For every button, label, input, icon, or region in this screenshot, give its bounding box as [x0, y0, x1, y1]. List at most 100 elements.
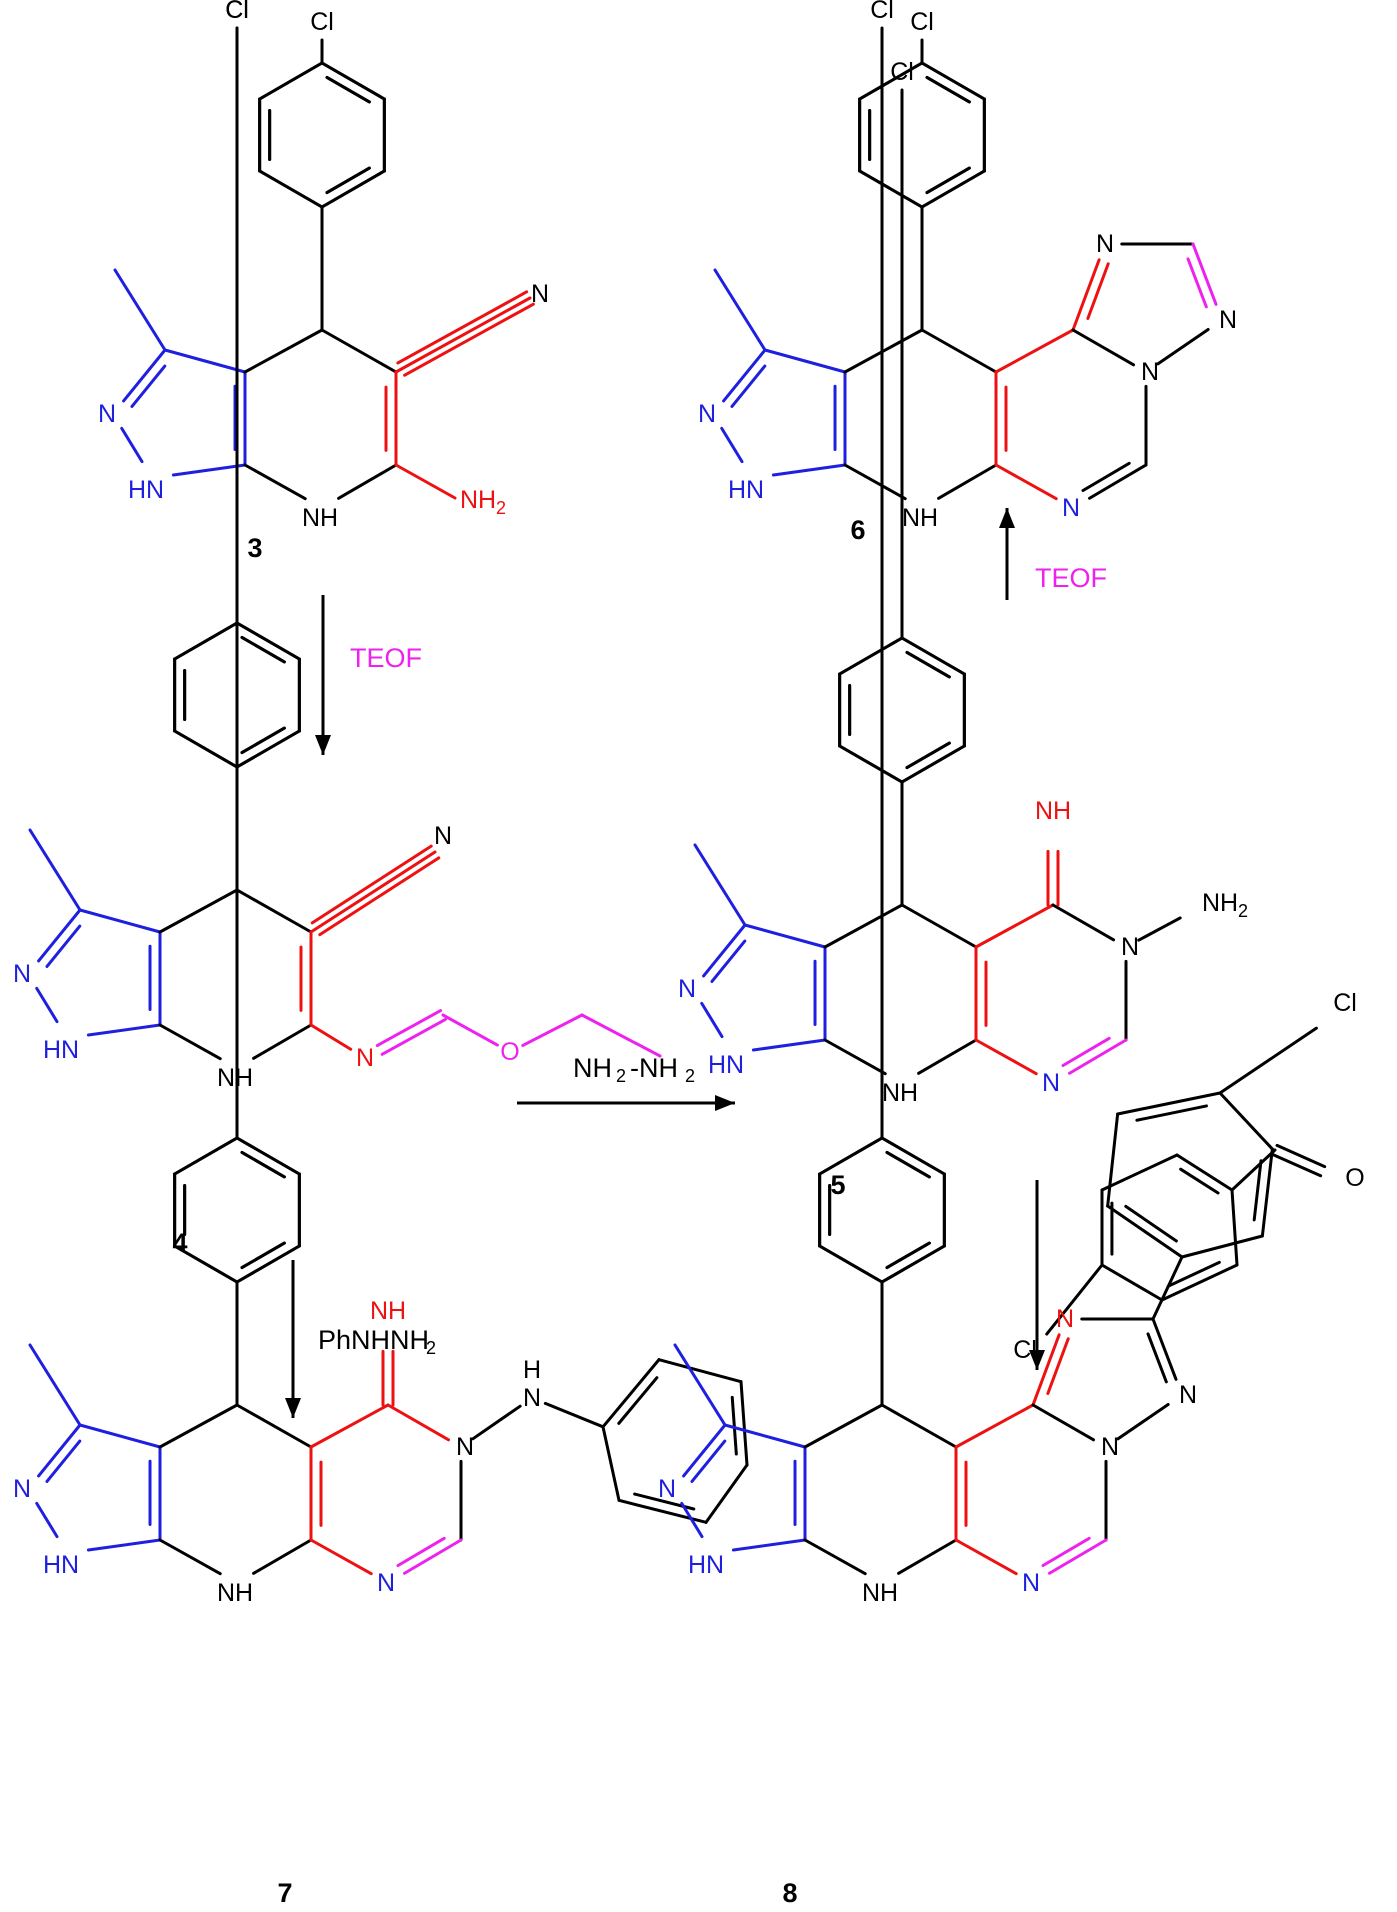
pyrazole-nh-label: HN — [43, 1551, 79, 1579]
bond — [1031, 1403, 1096, 1442]
arrow-5-to-8-head — [1029, 1350, 1045, 1370]
bond — [386, 1403, 451, 1442]
bond — [897, 1538, 958, 1575]
bond — [818, 1136, 884, 1176]
bond — [235, 1244, 301, 1284]
hydrazine-reagent: -NH — [630, 1053, 678, 1083]
bond — [337, 463, 398, 500]
bond — [713, 268, 767, 352]
bond — [78, 1423, 162, 1449]
bond — [173, 1136, 239, 1176]
subscript-2: 2 — [496, 498, 506, 518]
bond — [1068, 1038, 1128, 1075]
bond — [1071, 328, 1136, 367]
triple-bond — [403, 302, 535, 377]
bond — [235, 621, 301, 661]
double-bond — [240, 635, 286, 664]
bond — [1100, 1153, 1179, 1192]
bond — [1151, 1255, 1184, 1321]
double-bond — [1146, 1332, 1168, 1384]
subscript-2: 2 — [1238, 901, 1248, 921]
bond — [743, 923, 827, 949]
chlorine-label: Cl — [890, 58, 914, 86]
bond — [920, 61, 986, 101]
pyridine-nh-label: NH — [862, 1579, 898, 1607]
bond — [920, 328, 998, 374]
reaction-arrows — [285, 508, 1045, 1418]
double-bond — [1271, 1153, 1323, 1178]
compound-6-label: 6 — [850, 515, 865, 545]
double-bond — [1252, 1159, 1263, 1222]
bond — [471, 1404, 522, 1441]
triple-bond — [310, 844, 433, 925]
bond — [235, 888, 313, 934]
ether-o-label: O — [500, 1038, 519, 1066]
pyrazole-nh-label: HN — [688, 1551, 724, 1579]
bond — [1191, 242, 1218, 306]
bond — [880, 1403, 958, 1449]
bond — [739, 1380, 749, 1467]
bond — [720, 426, 744, 464]
bond — [673, 1343, 727, 1427]
c-cl-bond — [1045, 1263, 1104, 1336]
bond — [1100, 1263, 1164, 1302]
arrow-3-to-4-head — [315, 735, 331, 755]
double-bond — [1041, 1536, 1091, 1567]
bond — [309, 1538, 373, 1576]
triple-bond — [396, 290, 529, 365]
triple-bond — [309, 850, 437, 934]
bond — [86, 1538, 162, 1552]
bond — [1160, 1263, 1239, 1302]
bond — [78, 908, 162, 934]
bond — [920, 169, 986, 209]
bond — [320, 169, 386, 209]
bond — [657, 1358, 743, 1384]
bond — [954, 1538, 1018, 1576]
bond — [173, 1244, 239, 1284]
bond — [122, 348, 167, 403]
amino-label: NH — [1202, 889, 1238, 917]
bond — [113, 268, 167, 352]
bond — [258, 169, 324, 209]
triazole-n-label: N — [1179, 1381, 1197, 1409]
double-bond — [1186, 257, 1208, 309]
bond — [858, 61, 924, 101]
triazole-n-label: N — [1219, 306, 1237, 334]
teof-reagent: TEOF — [1035, 563, 1107, 593]
nitrile-n-label: N — [531, 280, 549, 308]
pyrimidine-n-label: N — [1022, 1569, 1040, 1597]
bond — [158, 1538, 222, 1576]
bond — [601, 1425, 621, 1502]
double-bond — [925, 75, 971, 104]
double-bond — [710, 939, 747, 983]
bond — [1260, 1147, 1274, 1238]
bond — [803, 1538, 867, 1576]
bond — [37, 1423, 82, 1478]
double-bond — [925, 166, 971, 195]
teof-reagent: TEOF — [350, 643, 422, 673]
double-bond — [1179, 1167, 1220, 1195]
bond — [880, 1136, 946, 1176]
bond — [1230, 1188, 1239, 1267]
double-bond — [375, 1009, 443, 1048]
bond — [394, 463, 457, 500]
pyrazole-nh-label: HN — [708, 1051, 744, 1079]
pyrimidine-n-label: N — [1042, 1069, 1060, 1097]
bond — [243, 328, 324, 374]
double-bond — [396, 1536, 446, 1567]
bond — [258, 61, 324, 101]
bond — [441, 1013, 499, 1047]
chlorine-label: Cl — [1013, 1336, 1037, 1364]
bond — [702, 923, 747, 978]
bond — [803, 1403, 884, 1449]
imino-label: NH — [370, 1297, 406, 1325]
bond — [403, 1538, 463, 1575]
bond — [700, 1001, 724, 1039]
bond — [1051, 903, 1116, 942]
compound-3-label: 3 — [247, 533, 262, 563]
bond — [235, 1403, 313, 1449]
bond — [838, 636, 904, 676]
bond — [1116, 1091, 1222, 1116]
